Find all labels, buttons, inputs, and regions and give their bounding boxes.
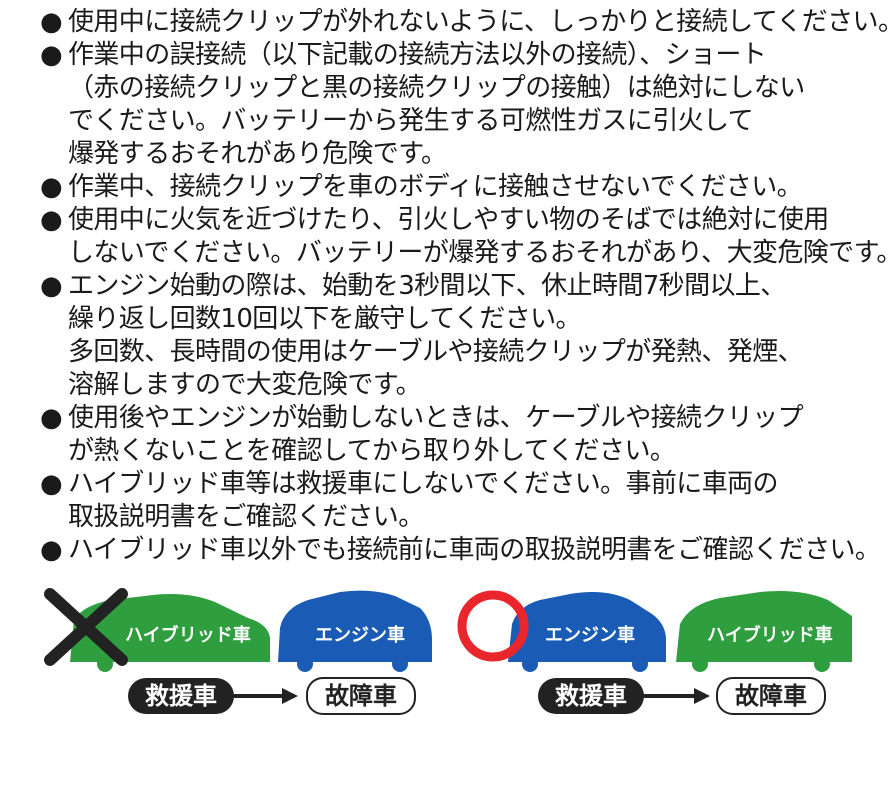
caution-text: 作業中の誤接続（以下記載の接続方法以外の接続）、ショート (68, 40, 767, 70)
caution-list: ● 使用中に接続クリップが外れないように、しっかりと接続してください。 ● 作業… (40, 6, 895, 567)
caution-item: ● 使用後やエンジンが始動しないときは、ケーブルや接続クリップ が熱くないことを… (40, 402, 870, 468)
bullet-icon: ● (40, 469, 63, 499)
caution-text: 使用中に接続クリップが外れないように、しっかりと接続してください。 (68, 7, 895, 37)
right-disabled-badge: 故障車 (716, 677, 826, 715)
caution-text: 繰り返し回数10回以下を厳守してください。 (68, 304, 582, 334)
caution-text: 溶解しますので大変危険です。 (68, 370, 422, 400)
caution-text: エンジン始動の際は、始動を3秒間以下、休止時間7秒間以上、 (68, 271, 786, 301)
caution-text: ハイブリッド車等は救援車にしないでください。事前に車両の (68, 469, 779, 499)
bullet-icon: ● (40, 7, 63, 37)
right-car-right-label: ハイブリッド車 (707, 625, 833, 646)
bullet-icon: ● (40, 535, 63, 565)
caution-text: 使用後やエンジンが始動しないときは、ケーブルや接続クリップ (68, 403, 804, 433)
caution-item: ● エンジン始動の際は、始動を3秒間以下、休止時間7秒間以上、 繰り返し回数10… (40, 270, 870, 402)
jump-start-diagram: ハイブリッド車 エンジン車 救援車 故障車 エンジン車 ハイブリッド車 救援車 … (0, 580, 895, 720)
arrow-right-icon (640, 688, 710, 704)
caution-text: でください。バッテリーから発生する可燃性ガスに引火して (68, 106, 754, 136)
car-icon (70, 594, 270, 672)
bullet-icon: ● (40, 40, 63, 70)
caution-text: 取扱説明書をご確認ください。 (68, 502, 424, 532)
caution-item: ● 使用中に接続クリップが外れないように、しっかりと接続してください。 (40, 6, 895, 39)
caution-item: ● 使用中に火気を近づけたり、引火しやすい物のそばでは絶対に使用 しないでくださ… (40, 204, 895, 270)
caution-item: ● ハイブリッド車等は救援車にしないでください。事前に車両の 取扱説明書をご確認… (40, 468, 870, 534)
bullet-icon: ● (40, 403, 63, 433)
caution-text: 作業中、接続クリップを車のボディに接触させないでください。 (68, 172, 803, 202)
caution-item: ● 作業中、接続クリップを車のボディに接触させないでください。 (40, 171, 870, 204)
caution-text: 多回数、長時間の使用はケーブルや接続クリップが発熱、発煙、 (68, 337, 804, 367)
right-car-left-label: エンジン車 (545, 625, 635, 646)
wrong-rescue-badge: 救援車 (128, 678, 234, 714)
cross-mark-icon (44, 588, 128, 666)
bullet-icon: ● (40, 172, 63, 202)
car-icon (508, 592, 666, 672)
car-icon (278, 590, 432, 672)
diagram-graphics (44, 588, 852, 704)
caution-text: （赤の接続クリップと黒の接続クリップの接触）は絶対にしない (68, 73, 805, 103)
right-rescue-badge: 救援車 (538, 678, 644, 714)
caution-text: ハイブリッド車以外でも接続前に車両の取扱説明書をご確認ください。 (68, 535, 881, 565)
caution-text: しないでください。バッテリーが爆発するおそれがあり、大変危険です。 (68, 238, 895, 268)
arrow-right-icon (230, 688, 298, 704)
caution-text: 使用中に火気を近づけたり、引火しやすい物のそばでは絶対に使用 (68, 205, 829, 235)
wrong-car-right-label: エンジン車 (315, 625, 405, 646)
caution-text: が熱くないことを確認してから取り外してください。 (68, 436, 676, 466)
caution-text: 爆発するおそれがあり危険です。 (68, 139, 447, 169)
caution-item: ● ハイブリッド車以外でも接続前に車両の取扱説明書をご確認ください。 (40, 534, 881, 567)
wrong-disabled-badge: 故障車 (306, 677, 416, 715)
circle-mark-icon (457, 590, 529, 662)
bullet-icon: ● (40, 205, 63, 235)
car-icon (676, 591, 852, 672)
wrong-car-left-label: ハイブリッド車 (125, 625, 251, 646)
bullet-icon: ● (40, 271, 63, 301)
caution-item: ● 作業中の誤接続（以下記載の接続方法以外の接続）、ショート （赤の接続クリップ… (40, 39, 870, 171)
